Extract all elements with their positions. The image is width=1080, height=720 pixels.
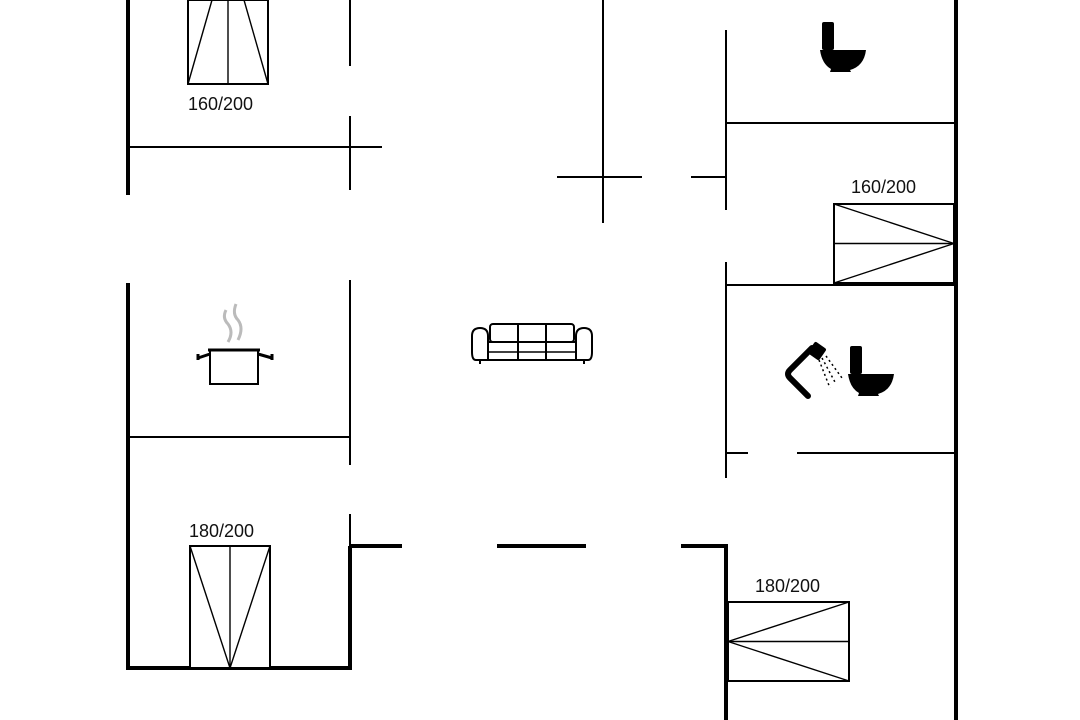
bed-size-label: 160/200 bbox=[188, 94, 253, 114]
bed-bottom-left bbox=[189, 545, 271, 669]
bed-bottom-right bbox=[727, 601, 850, 682]
bed-size-label: 180/200 bbox=[189, 521, 254, 541]
toilet-icon bbox=[848, 346, 894, 396]
bed-top-left bbox=[187, 0, 269, 85]
bed-right-upper bbox=[833, 203, 955, 284]
partitions bbox=[128, 0, 956, 546]
toilet-icon bbox=[820, 22, 866, 72]
bed-size-label: 160/200 bbox=[851, 177, 916, 197]
shower-icon bbox=[785, 342, 843, 399]
bed-size-label: 180/200 bbox=[755, 576, 820, 596]
sofa-icon bbox=[471, 323, 593, 364]
cooking-pot-icon bbox=[196, 303, 274, 385]
